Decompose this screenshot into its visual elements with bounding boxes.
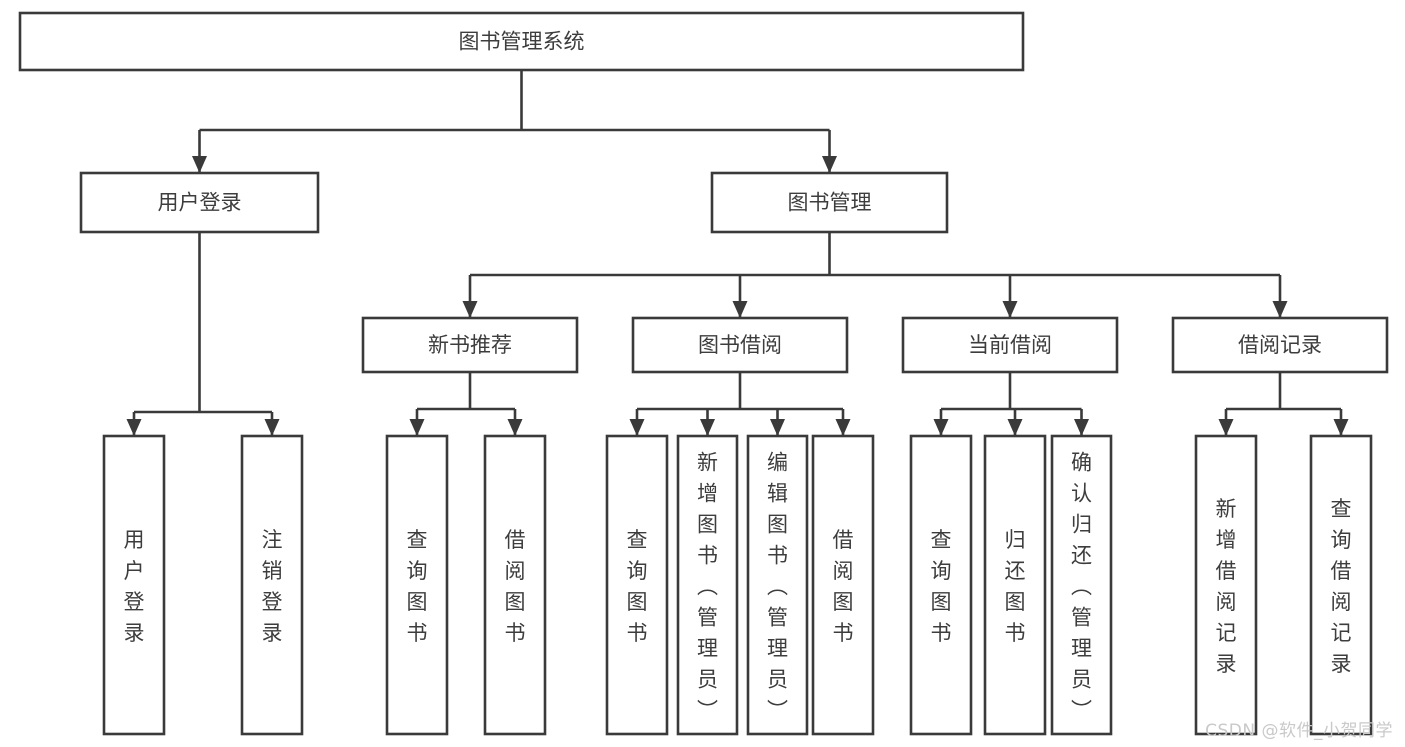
node-leaf-add-borrow-record-label: 新增借阅记录	[1216, 497, 1237, 676]
connector-arrow-icon	[732, 301, 748, 318]
connector-arrow-icon	[700, 419, 715, 436]
node-root[interactable]: 图书管理系统	[18, 11, 1025, 72]
node-leaf-confirm-return-box[interactable]	[1050, 434, 1113, 736]
node-leaf-confirm-return-label: 确认归还︵管理员︶	[1071, 451, 1092, 723]
node-leaf-query-book-borrow-box[interactable]	[605, 434, 669, 736]
node-leaf-query-book-recommend[interactable]: 查询图书	[385, 434, 449, 736]
node-leaf-borrow-book-box[interactable]	[811, 434, 875, 736]
node-leaf-return-book-label: 归还图书	[1005, 528, 1026, 645]
node-leaf-edit-book[interactable]: 编辑图书︵管理员︶	[746, 434, 809, 736]
connector-arrow-icon	[822, 156, 837, 173]
connector-arrow-icon	[1074, 419, 1089, 436]
boxes-layer: 图书管理系统用户登录图书管理新书推荐图书借阅当前借阅借阅记录用户登录注销登录查询…	[18, 11, 1389, 736]
connector-arrow-icon	[192, 156, 207, 173]
node-book-management-box[interactable]	[710, 171, 949, 234]
node-leaf-user-login-box[interactable]	[102, 434, 166, 736]
node-user-login-label: 用户登录	[158, 191, 242, 215]
node-book-borrow-box[interactable]	[631, 316, 849, 374]
node-leaf-logout-box[interactable]	[240, 434, 304, 736]
node-leaf-user-login-label: 用户登录	[124, 528, 145, 645]
connector-arrow-icon	[629, 419, 645, 436]
node-root-label: 图书管理系统	[459, 30, 585, 54]
connector-arrow-icon	[1333, 419, 1349, 436]
node-leaf-query-book-recommend-label: 查询图书	[407, 528, 428, 645]
connector-arrow-icon	[770, 419, 785, 436]
node-leaf-user-login[interactable]: 用户登录	[102, 434, 166, 736]
connector-arrow-icon	[1002, 301, 1018, 318]
node-leaf-query-borrow-record-label: 查询借阅记录	[1331, 497, 1352, 676]
node-root-box[interactable]	[18, 11, 1025, 72]
node-leaf-return-book[interactable]: 归还图书	[983, 434, 1047, 736]
node-current-borrow[interactable]: 当前借阅	[901, 316, 1119, 374]
node-leaf-query-book-current-label: 查询图书	[931, 528, 952, 645]
node-leaf-logout[interactable]: 注销登录	[240, 434, 304, 736]
node-leaf-confirm-return[interactable]: 确认归还︵管理员︶	[1050, 434, 1113, 736]
connector-arrow-icon	[835, 419, 851, 436]
connector-arrow-icon	[462, 301, 478, 318]
node-current-borrow-box[interactable]	[901, 316, 1119, 374]
node-leaf-query-book-recommend-box[interactable]	[385, 434, 449, 736]
connector-arrow-icon	[1272, 301, 1288, 318]
node-leaf-borrow-book-recommend-box[interactable]	[483, 434, 547, 736]
node-user-login-box[interactable]	[79, 171, 320, 234]
node-leaf-query-book-current-box[interactable]	[909, 434, 973, 736]
node-leaf-borrow-book-recommend-label: 借阅图书	[505, 528, 526, 645]
node-leaf-add-borrow-record[interactable]: 新增借阅记录	[1194, 434, 1258, 736]
node-book-management-label: 图书管理	[788, 191, 872, 215]
node-new-book-recommend[interactable]: 新书推荐	[361, 316, 579, 374]
node-leaf-edit-book-box[interactable]	[746, 434, 809, 736]
node-leaf-query-borrow-record[interactable]: 查询借阅记录	[1309, 434, 1373, 736]
node-leaf-add-book-label: 新增图书︵管理员︶	[697, 451, 718, 723]
node-leaf-add-book[interactable]: 新增图书︵管理员︶	[676, 434, 739, 736]
node-current-borrow-label: 当前借阅	[968, 333, 1052, 357]
node-user-login[interactable]: 用户登录	[79, 171, 320, 234]
node-book-borrow[interactable]: 图书借阅	[631, 316, 849, 374]
connector-arrow-icon	[264, 419, 280, 436]
csdn-watermark: CSDN @软件_小贺同学	[1205, 721, 1393, 741]
node-book-management[interactable]: 图书管理	[710, 171, 949, 234]
node-leaf-add-borrow-record-box[interactable]	[1194, 434, 1258, 736]
node-borrow-record[interactable]: 借阅记录	[1171, 316, 1389, 374]
node-new-book-recommend-box[interactable]	[361, 316, 579, 374]
node-leaf-edit-book-label: 编辑图书︵管理员︶	[767, 451, 788, 723]
connector-arrow-icon	[1007, 419, 1023, 436]
node-leaf-return-book-box[interactable]	[983, 434, 1047, 736]
connector-arrow-icon	[933, 419, 949, 436]
connector-arrow-icon	[409, 419, 425, 436]
node-leaf-query-borrow-record-box[interactable]	[1309, 434, 1373, 736]
connector-arrow-icon	[507, 419, 523, 436]
connectors-layer	[126, 70, 1349, 436]
node-leaf-borrow-book[interactable]: 借阅图书	[811, 434, 875, 736]
node-leaf-borrow-book-label: 借阅图书	[833, 528, 854, 645]
connector-arrow-icon	[1218, 419, 1234, 436]
node-leaf-query-book-borrow-label: 查询图书	[627, 528, 648, 645]
node-borrow-record-box[interactable]	[1171, 316, 1389, 374]
node-leaf-query-book-current[interactable]: 查询图书	[909, 434, 973, 736]
node-leaf-query-book-borrow[interactable]: 查询图书	[605, 434, 669, 736]
node-borrow-record-label: 借阅记录	[1238, 333, 1322, 357]
node-leaf-borrow-book-recommend[interactable]: 借阅图书	[483, 434, 547, 736]
node-leaf-add-book-box[interactable]	[676, 434, 739, 736]
node-new-book-recommend-label: 新书推荐	[428, 333, 512, 357]
connector-arrow-icon	[126, 419, 142, 436]
node-book-borrow-label: 图书借阅	[698, 333, 782, 357]
node-leaf-logout-label: 注销登录	[262, 528, 283, 645]
